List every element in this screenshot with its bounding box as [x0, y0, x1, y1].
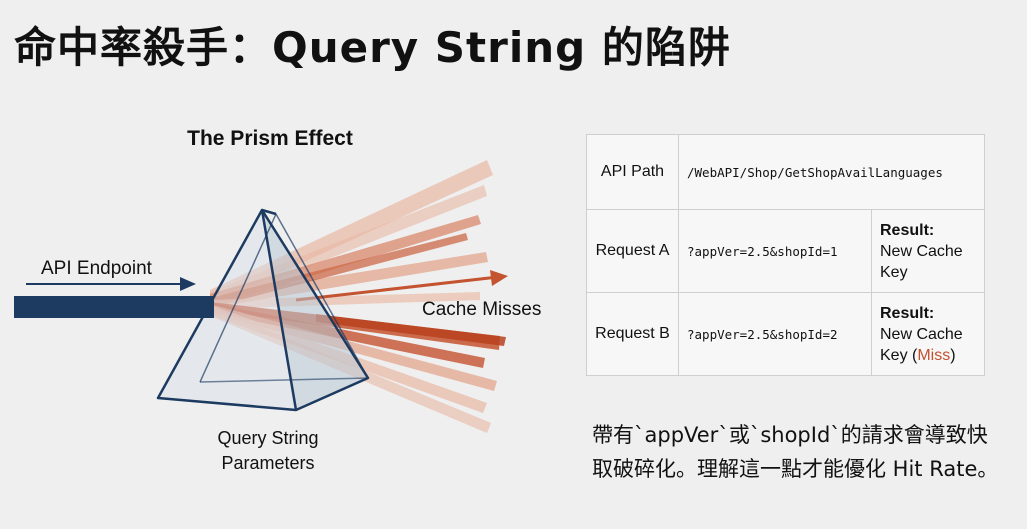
prism-edge [260, 209, 298, 411]
result-text: New Cache [880, 325, 963, 343]
page-title: 命中率殺手：Query String 的陷阱 [14, 23, 731, 72]
result-text: Key ( [880, 346, 918, 364]
prism-label-line1: Query String [217, 428, 318, 448]
table-row: Request B ?appVer=2.5&shopId=2 Result: N… [586, 292, 985, 376]
input-label: API Endpoint [41, 258, 153, 279]
light-ray [316, 314, 506, 346]
prism-edge [275, 213, 369, 379]
light-ray-arrowhead [490, 270, 508, 286]
request-b-label: Request B [586, 292, 679, 376]
prism-diagram: The Prism Effect API Endpoint Cache Miss… [14, 127, 541, 473]
api-path-value: /WebAPI/Shop/GetShopAvailLanguages [678, 134, 985, 210]
table-row: API Path /WebAPI/Shop/GetShopAvailLangua… [586, 134, 985, 210]
prism-edge [261, 208, 277, 216]
prism-label-line2: Parameters [221, 453, 314, 473]
prism [156, 208, 370, 412]
result-text: Key [880, 263, 908, 281]
miss-highlight: Miss [917, 346, 951, 364]
request-a-result: Result: New Cache Key [871, 209, 985, 293]
result-heading: Result: [880, 304, 935, 322]
result-text: ) [950, 346, 956, 364]
result-text: New Cache [880, 242, 963, 260]
request-b-query: ?appVer=2.5&shopId=2 [678, 292, 872, 376]
explanation-note: 帶有`appVer`或`shopId`的請求會導致快取破碎化。理解這一點才能優化… [592, 423, 999, 481]
light-ray [210, 303, 485, 368]
prism-edge [199, 377, 369, 383]
prism-face-left [158, 210, 296, 410]
input-arrowhead [180, 277, 196, 291]
prism-edge [199, 213, 277, 383]
request-a-query: ?appVer=2.5&shopId=1 [678, 209, 872, 293]
request-b-result: Result: New Cache Key (Miss) [871, 292, 985, 376]
result-heading: Result: [880, 221, 935, 239]
request-a-label: Request A [586, 209, 679, 293]
light-rays [210, 160, 508, 433]
input-beam [14, 296, 214, 318]
api-path-label: API Path [586, 134, 679, 210]
diagram-heading: The Prism Effect [187, 127, 353, 150]
light-ray-arrow-shaft [295, 275, 499, 302]
cache-key-table: API Path /WebAPI/Shop/GetShopAvailLangua… [586, 134, 985, 376]
output-label: Cache Misses [422, 299, 541, 320]
table-row: Request A ?appVer=2.5&shopId=1 Result: N… [586, 209, 985, 293]
